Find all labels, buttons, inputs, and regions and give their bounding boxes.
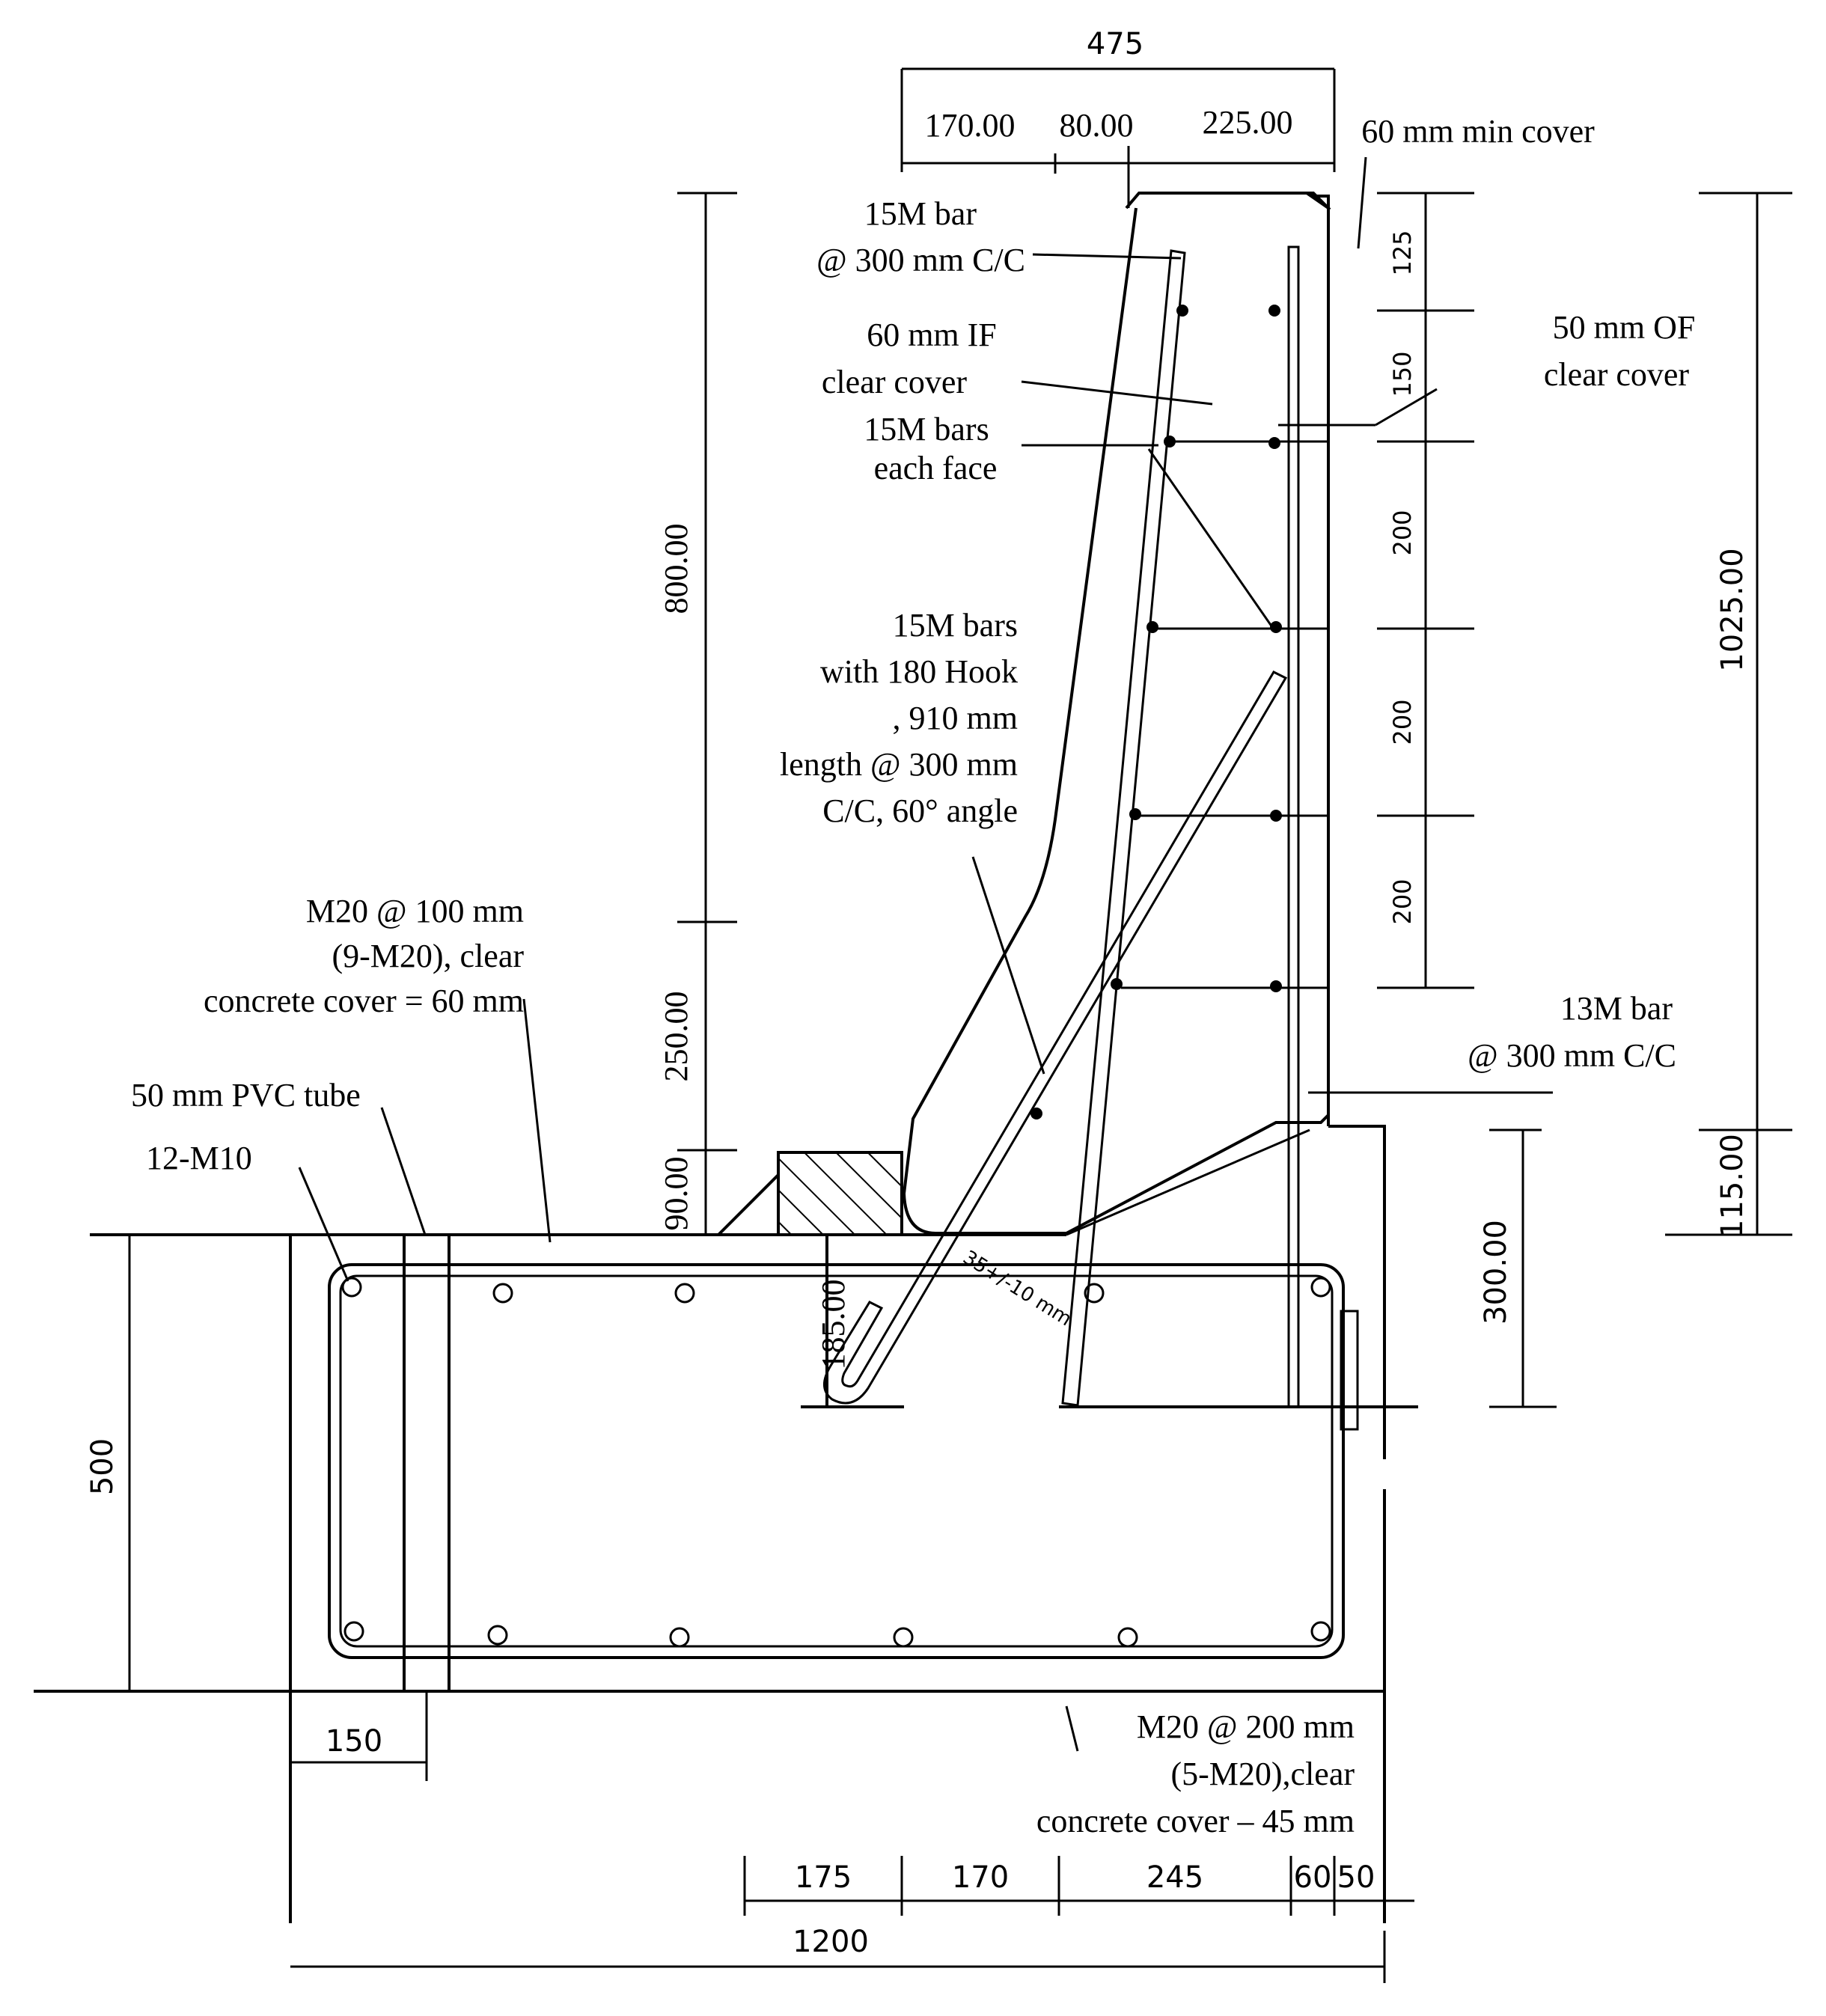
- slab-bar: [487, 1625, 508, 1646]
- slab-bar: [492, 1283, 513, 1304]
- note-hook-line1: 15M bars: [893, 607, 1018, 644]
- note-tolerance: 35+/-10 mm: [959, 1246, 1075, 1331]
- note-15m-bar-line1: 15M bar: [864, 195, 977, 232]
- dim-225: 225.00: [1203, 104, 1293, 141]
- note-15m-bar-line2: @ 300 mm C/C: [816, 242, 1025, 278]
- note-m20-top-line1: M20 @ 100 mm: [306, 893, 524, 929]
- note-m20-bottom-line3: concrete cover – 45 mm: [1036, 1803, 1355, 1839]
- note-each-face-line2: each face: [874, 450, 998, 486]
- dim-bottom-175: 175: [795, 1860, 852, 1895]
- pvc-tube: [403, 1235, 451, 1691]
- spacing-125: 125: [1388, 230, 1417, 275]
- note-m20-bottom-line1: M20 @ 200 mm: [1137, 1708, 1355, 1745]
- slab-bar: [1310, 1277, 1331, 1298]
- note-m20-top-line3: concrete cover = 60 mm: [204, 983, 524, 1019]
- hatched-block: [777, 1151, 903, 1236]
- dim-475: 475: [1087, 27, 1143, 61]
- spacing-200-b: 200: [1388, 699, 1417, 745]
- top-dimension-lines: [900, 67, 1336, 208]
- overall-height-dimensions: [1489, 192, 1792, 1408]
- dim-800: 800.00: [658, 524, 694, 614]
- slab-longitudinal-bars: [341, 1277, 1331, 1648]
- dim-500: 500: [85, 1438, 120, 1495]
- note-13m-bar-line1: 13M bar: [1560, 990, 1673, 1027]
- slab-bar: [893, 1627, 914, 1648]
- hatch-chamfer: [715, 1171, 780, 1236]
- slab-bar: [1310, 1621, 1331, 1642]
- wall-longitudinal-bars: [1030, 305, 1282, 1120]
- dim-150: 150: [326, 1724, 382, 1759]
- spacing-150: 150: [1388, 351, 1417, 397]
- dim-bottom-60: 60: [1294, 1860, 1332, 1895]
- note-13m-bar-line2: @ 300 mm C/C: [1468, 1037, 1676, 1074]
- slab-bar: [674, 1283, 695, 1304]
- note-m20-bottom-line2: (5-M20),clear: [1170, 1756, 1355, 1792]
- note-hook-line4: length @ 300 mm: [780, 746, 1018, 783]
- note-each-face-line1: 15M bars: [864, 411, 989, 448]
- spacing-dimensions: [1377, 192, 1474, 989]
- note-pvc-tube: 50 mm PVC tube: [131, 1077, 361, 1114]
- note-min-cover: 60 mm min cover: [1361, 113, 1595, 150]
- spacing-200-c: 200: [1388, 879, 1417, 924]
- spacing-200-a: 200: [1388, 510, 1417, 555]
- note-of-cover-line2: clear cover: [1544, 356, 1690, 393]
- dim-115: 115.00: [1715, 1134, 1750, 1238]
- note-of-cover-line1: 50 mm OF: [1553, 309, 1696, 346]
- dim-1200: 1200: [793, 1925, 869, 1959]
- note-if-cover-line2: clear cover: [822, 364, 968, 400]
- slab-dimensions: [90, 1233, 1414, 1983]
- note-hook-line2: with 180 Hook: [820, 653, 1018, 690]
- slab-bar: [1117, 1627, 1138, 1648]
- slab-stirrup: [328, 1263, 1345, 1659]
- note-12-m10: 12-M10: [146, 1140, 252, 1176]
- wall-reinforcement: [823, 245, 1359, 1431]
- note-hook-line3: , 910 mm: [893, 700, 1018, 736]
- dim-90: 90.00: [658, 1157, 694, 1231]
- slab-bar: [343, 1621, 364, 1642]
- dim-bottom-245: 245: [1146, 1860, 1203, 1895]
- leader-lines: [298, 156, 1553, 1752]
- slab-bar: [341, 1277, 362, 1298]
- dim-80: 80.00: [1060, 107, 1134, 144]
- dim-170: 170.00: [925, 107, 1016, 144]
- slab-bar: [669, 1627, 690, 1648]
- note-if-cover-line1: 60 mm IF: [867, 317, 997, 353]
- note-hook-line5: C/C, 60° angle: [822, 792, 1018, 829]
- dim-1025: 1025.00: [1715, 548, 1750, 671]
- dim-300: 300.00: [1479, 1220, 1513, 1325]
- dim-bottom-50: 50: [1337, 1860, 1375, 1895]
- wall-height-dimensions: [677, 192, 737, 1235]
- slab-bar: [1084, 1283, 1105, 1304]
- dim-185: 185.00: [815, 1280, 852, 1370]
- note-m20-top-line2: (9-M20), clear: [332, 938, 524, 974]
- dim-bottom-170: 170: [952, 1860, 1009, 1895]
- dim-250: 250.00: [658, 992, 694, 1082]
